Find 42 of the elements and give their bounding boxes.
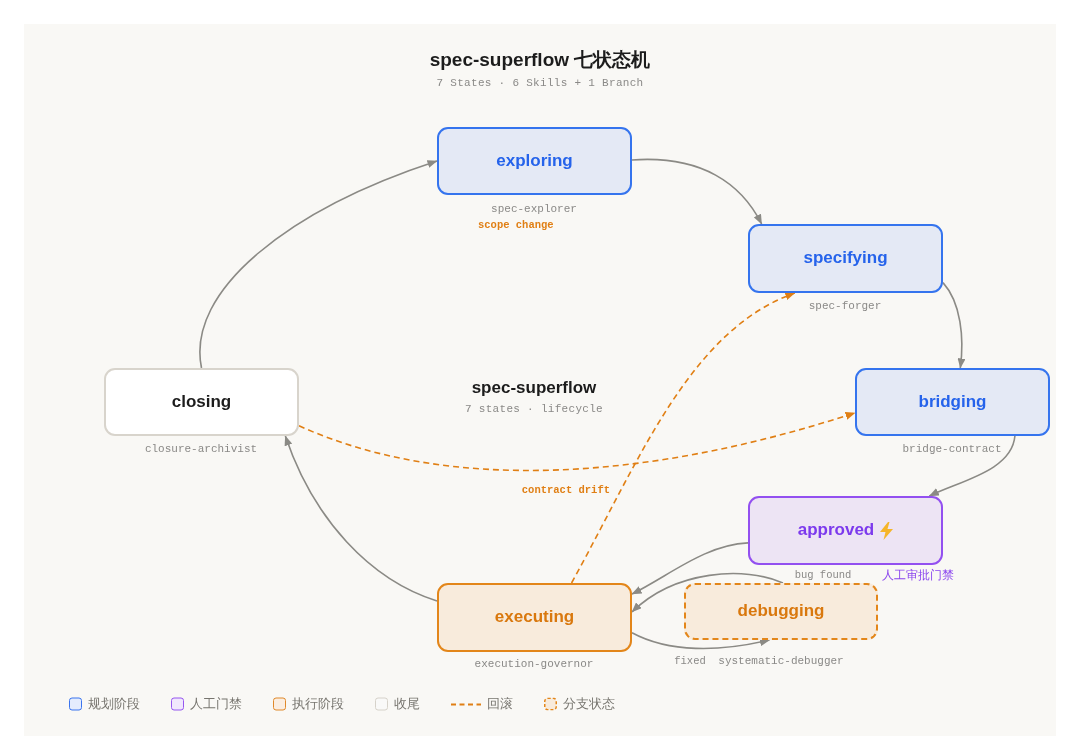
state-box: [437, 127, 632, 195]
legend-label: 分支状态: [563, 696, 615, 712]
state-box: [855, 368, 1050, 436]
state-box: [104, 368, 299, 436]
legend-label: 规划阶段: [88, 696, 140, 712]
arrow: [199, 160, 438, 369]
legend-label: 人工门禁: [190, 696, 242, 712]
arrow: [631, 542, 749, 595]
state-name: closing: [171, 391, 232, 413]
arrow: [928, 435, 1016, 497]
dashed-state-box: [684, 583, 878, 640]
dashed-arrow: [570, 292, 796, 584]
diagram-title: spec-superflow 七状态机: [429, 48, 651, 72]
note-text: 人工审批门禁: [882, 567, 954, 583]
state-caption: systematic-debugger: [718, 655, 844, 669]
center-title: spec-superflow: [471, 377, 597, 399]
state-caption: bridge-contract: [902, 443, 1002, 457]
subtitle-text: 7 states · lifecycle: [465, 403, 603, 417]
dashed-arrow: [298, 411, 856, 472]
state-name: exploring: [496, 150, 573, 172]
state-name: specifying: [803, 248, 888, 269]
state-caption: execution-governor: [474, 658, 594, 672]
state-name: debugging: [737, 601, 825, 622]
state-box: [748, 224, 943, 293]
subtitle-text: 7 States · 6 Skills + 1 Branch: [436, 77, 644, 91]
legend-label: 回滚: [487, 696, 513, 712]
arrow: [942, 281, 966, 369]
legend-label: 收尾: [394, 696, 420, 712]
arrow: [631, 158, 763, 225]
arrow: [284, 435, 438, 602]
state-caption: spec-explorer: [491, 203, 577, 217]
state-box: [437, 583, 632, 652]
state-name: executing: [494, 607, 575, 628]
state-caption: closure-archivist: [144, 443, 258, 457]
state-name: approved: [797, 520, 875, 541]
legend-label: 执行阶段: [292, 696, 344, 712]
edge-label: bug found: [792, 568, 854, 582]
state-name: bridging: [918, 391, 987, 413]
arrow: [631, 631, 771, 650]
state-caption: spec-forger: [808, 300, 882, 314]
note-text: scope change: [478, 218, 554, 232]
state-box: [748, 496, 943, 565]
